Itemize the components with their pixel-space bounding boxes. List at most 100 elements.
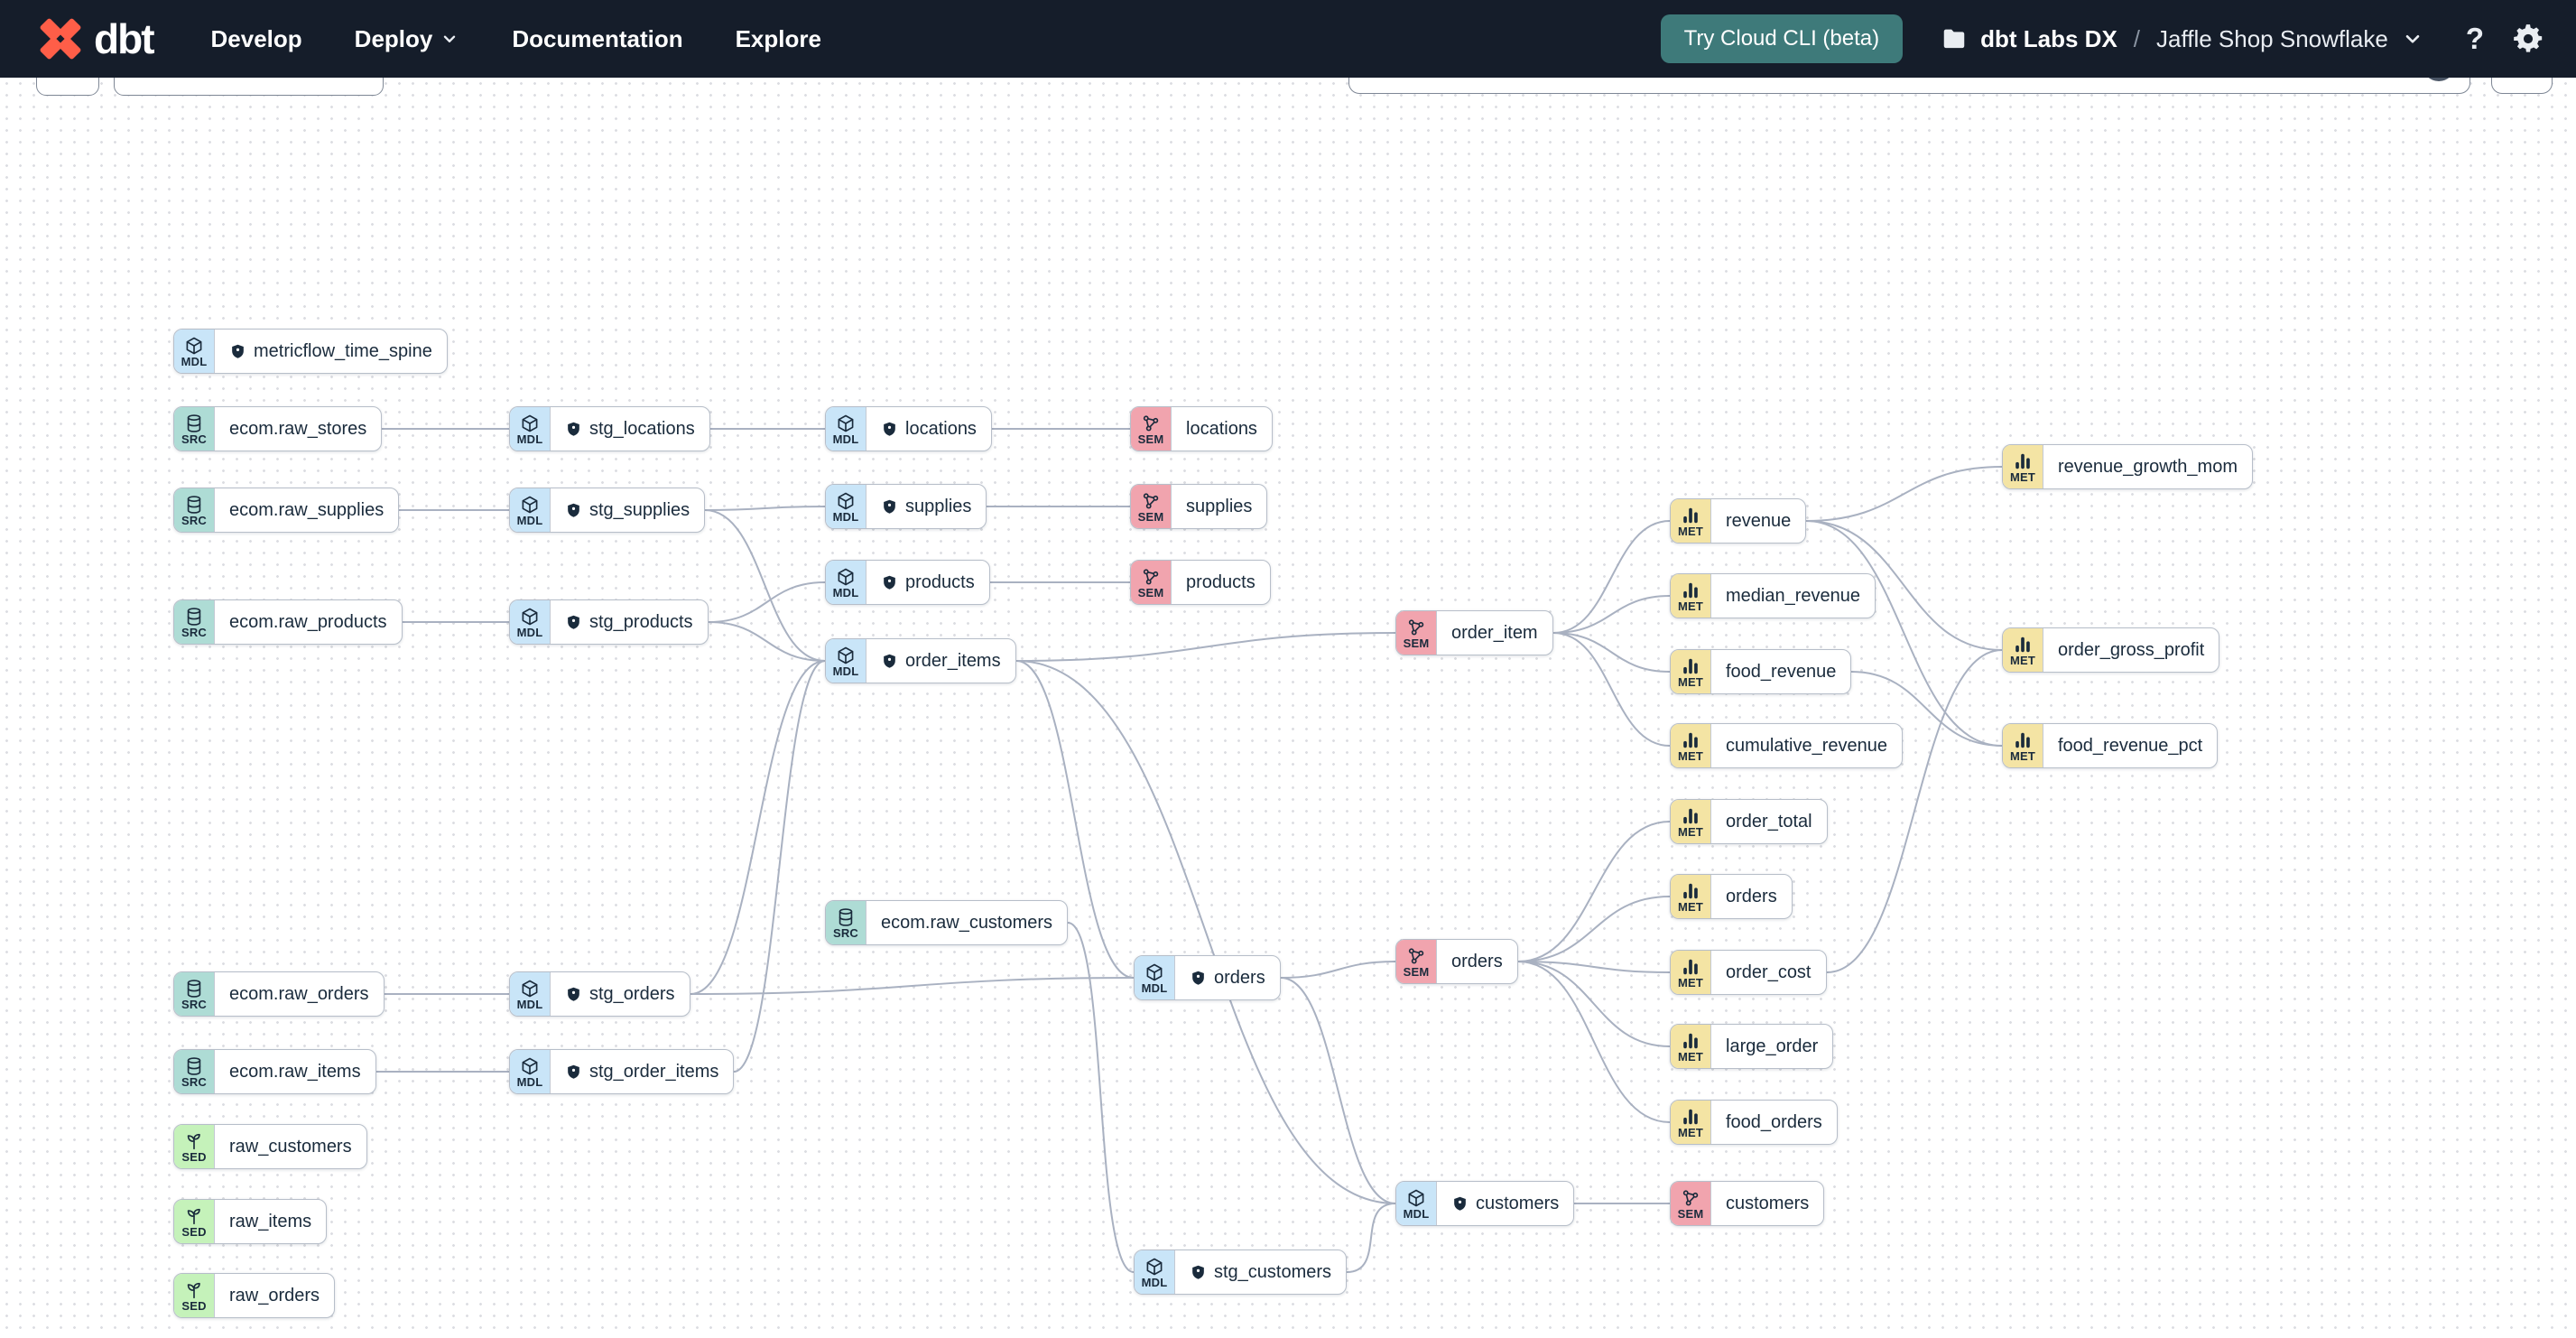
node-label: customers <box>1437 1182 1573 1225</box>
lineage-edges <box>376 427 2003 1273</box>
node-label: stg_customers <box>1175 1250 1346 1294</box>
cube-icon: MDL <box>826 407 866 451</box>
node-label: locations <box>1186 418 1257 439</box>
seedling-icon: SED <box>174 1274 215 1317</box>
node-label: order_item <box>1451 622 1538 643</box>
shield-icon <box>1451 1194 1469 1213</box>
breadcrumb-separator: / <box>2133 24 2141 52</box>
node-label: supplies <box>866 485 986 528</box>
cube-icon: MDL <box>826 485 866 528</box>
menu-item-explore[interactable]: Explore <box>735 24 821 52</box>
cube-icon: MDL <box>1396 1182 1437 1225</box>
shield-icon <box>565 420 582 439</box>
menu-item-develop[interactable]: Develop <box>210 24 302 52</box>
node-label: order_cost <box>1726 962 1812 982</box>
database-icon: SRC <box>174 1050 215 1093</box>
cube-icon: MDL <box>510 972 551 1016</box>
menu-item-documentation[interactable]: Documentation <box>512 24 683 52</box>
share-icon: SEM <box>1131 561 1172 604</box>
node-large_order[interactable]: MET large_order <box>1670 1024 1834 1069</box>
bar-chart-icon: MET <box>1671 574 1711 618</box>
main-menu: Develop Deploy Documentation Explore <box>211 25 821 53</box>
node-label: revenue_growth_mom <box>2058 456 2238 477</box>
shield-icon <box>229 342 246 361</box>
node-label: ecom.raw_orders <box>229 983 369 1004</box>
help-button[interactable]: ? <box>2465 22 2484 55</box>
node-label: customers <box>1726 1193 1810 1213</box>
try-cloud-cli-button[interactable]: Try Cloud CLI (beta) <box>1660 14 1904 63</box>
dbt-logo[interactable]: dbt <box>36 14 155 63</box>
bar-chart-icon: MET <box>2003 628 2043 672</box>
node-label: metricflow_time_spine <box>215 330 447 373</box>
folder-icon <box>1943 29 1965 49</box>
node-label: stg_locations <box>551 407 709 451</box>
cube-icon: MDL <box>510 407 551 451</box>
node-label: orders <box>1175 956 1280 999</box>
node-label: products <box>866 561 989 604</box>
database-icon: SRC <box>174 972 215 1016</box>
node-ecom_raw_orders[interactable]: SRC ecom.raw_orders <box>173 971 385 1017</box>
node-food_revenue[interactable]: MET food_revenue <box>1670 649 1852 694</box>
cube-icon: MDL <box>510 600 551 644</box>
database-icon: SRC <box>174 407 215 451</box>
share-icon: SEM <box>1131 485 1172 528</box>
chevron-down-icon <box>2405 34 2420 43</box>
node-label: food_revenue <box>1726 661 1837 682</box>
cube-icon: MDL <box>510 488 551 532</box>
bar-chart-icon: MET <box>1671 1025 1711 1068</box>
cube-icon: MDL <box>826 639 866 683</box>
node-order_gross_profit[interactable]: MET order_gross_profit <box>2002 627 2220 673</box>
node-label: large_order <box>1726 1036 1819 1056</box>
bar-chart-icon: MET <box>2003 724 2043 767</box>
account-breadcrumb[interactable]: dbt Labs DX / Jaffle Shop Snowflake <box>1941 25 2424 53</box>
shield-icon <box>565 501 582 520</box>
bar-chart-icon: MET <box>1671 650 1711 693</box>
node-label: stg_supplies <box>551 488 704 532</box>
shield-icon <box>881 652 898 671</box>
node-label: order_gross_profit <box>2058 639 2205 660</box>
brand-wordmark: dbt <box>94 15 155 62</box>
navbar-right: Try Cloud CLI (beta) dbt Labs DX / Jaffl… <box>1660 14 2545 63</box>
bar-chart-icon: MET <box>1671 499 1711 543</box>
project-name: Jaffle Shop Snowflake <box>2156 24 2388 52</box>
menu-item-deploy[interactable]: Deploy <box>355 25 460 53</box>
gear-icon[interactable] <box>2511 22 2545 56</box>
